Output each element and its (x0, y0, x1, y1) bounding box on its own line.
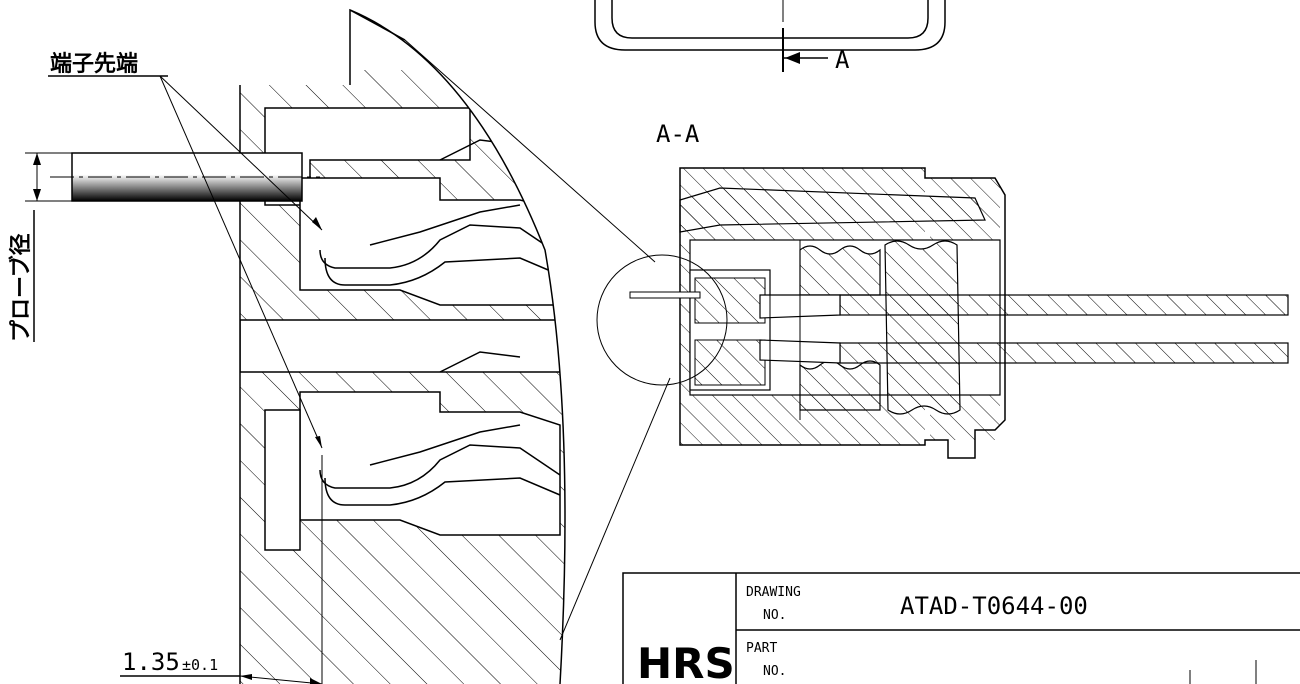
terminal-tip-label: 端子先端 (50, 52, 138, 77)
drawing-no-label-2: NO. (763, 608, 786, 623)
wire-upper (839, 294, 1289, 316)
part-no-label-1: PART (746, 641, 777, 656)
enlarged-detail-view (239, 8, 566, 684)
drawing-number: ATAD-T0644-00 (900, 592, 1088, 620)
top-partial-view: A (594, 0, 946, 74)
section-arrow-label: A (835, 46, 850, 74)
wire-lower (839, 342, 1289, 364)
drawing-no-label-1: DRAWING (746, 585, 801, 600)
part-no-label-2: NO. (763, 664, 786, 679)
hrs-logo: HRS (637, 639, 735, 684)
detail-projection-lines (404, 39, 671, 641)
probe-diameter-dimension: プローブ径 (8, 152, 72, 342)
probe-diameter-label: プローブ径 (8, 233, 34, 342)
dimension-tolerance: ±0.1 (182, 656, 218, 674)
detail-circle (596, 254, 728, 386)
section-view (629, 167, 1289, 459)
terminal-tip-callout: 端子先端 (48, 52, 323, 449)
length-dimension: 1.35 ±0.1 (120, 455, 323, 684)
probe-pin (50, 152, 320, 202)
section-view-title: A-A (656, 120, 700, 148)
dimension-value: 1.35 (122, 648, 180, 676)
title-block: HRS DRAWING NO. ATAD-T0644-00 PART NO. (622, 572, 1300, 684)
